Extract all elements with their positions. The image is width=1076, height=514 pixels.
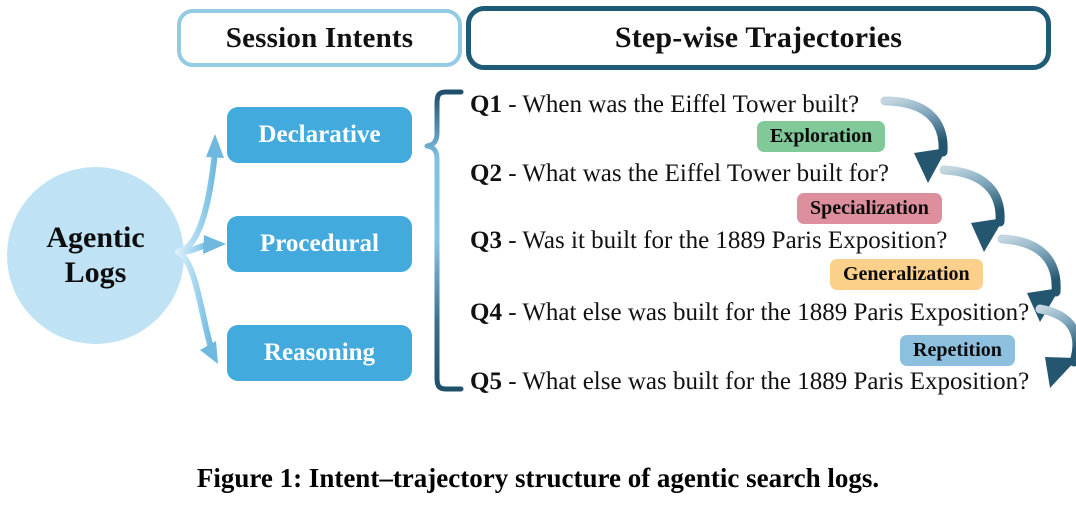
figure-caption: Figure 1: Intent–trajectory structure of… [196, 463, 880, 493]
agentic-logs-line-1: Agentic [46, 221, 145, 254]
agentic-logs-node: Agentic Logs [7, 167, 184, 344]
trajectory-step-q4: Q4 - What else was built for the 1889 Pa… [470, 300, 1029, 325]
fan-arrow-declarative [175, 134, 224, 255]
question-text: - What else was built for the 1889 Paris… [501, 368, 1030, 395]
intent-label: Reasoning [263, 339, 376, 366]
trajectory-arrow-repetition [1035, 304, 1076, 388]
trajectory-step-q5: Q5 - What else was built for the 1889 Pa… [470, 369, 1029, 394]
header-session-intents: Session Intents [177, 9, 462, 67]
trajectory-arrow-specialization [939, 165, 1005, 252]
intent-box-procedural[interactable]: Procedural [227, 216, 412, 272]
question-text: - What was the Eiffel Tower built for? [501, 160, 889, 187]
intent-box-reasoning[interactable]: Reasoning [227, 325, 412, 381]
question-text: - Was it built for the 1889 Paris Exposi… [501, 227, 948, 254]
intent-label: Declarative [258, 121, 381, 148]
question-id: Q5 [470, 368, 502, 395]
agentic-logs-line-2: Logs [64, 255, 127, 289]
question-id: Q4 [470, 299, 502, 326]
trajectory-step-q1: Q1 - When was the Eiffel Tower built? [470, 92, 859, 117]
question-text: - When was the Eiffel Tower built? [501, 91, 860, 118]
fan-arrow-reasoning [175, 249, 218, 364]
question-id: Q3 [470, 227, 502, 254]
question-id: Q2 [470, 160, 502, 187]
transition-tag-repetition: Repetition [900, 335, 1015, 366]
transition-tag-generalization: Generalization [830, 259, 983, 290]
transition-tag-exploration: Exploration [757, 121, 886, 152]
question-text: - What else was built for the 1889 Paris… [501, 299, 1030, 326]
intent-box-declarative[interactable]: Declarative [227, 107, 412, 163]
brace-path [424, 89, 464, 392]
fan-arrow-procedural [175, 235, 226, 255]
trajectory-step-q2: Q2 - What was the Eiffel Tower built for… [470, 161, 889, 186]
question-id: Q1 [470, 91, 502, 118]
trajectory-arrow-exploration [880, 96, 948, 183]
trajectory-step-q3: Q3 - Was it built for the 1889 Paris Exp… [470, 228, 947, 253]
transition-tag-specialization: Specialization [797, 193, 942, 224]
intent-label: Procedural [260, 230, 379, 257]
header-step-wise-trajectories: Step-wise Trajectories [466, 6, 1051, 70]
